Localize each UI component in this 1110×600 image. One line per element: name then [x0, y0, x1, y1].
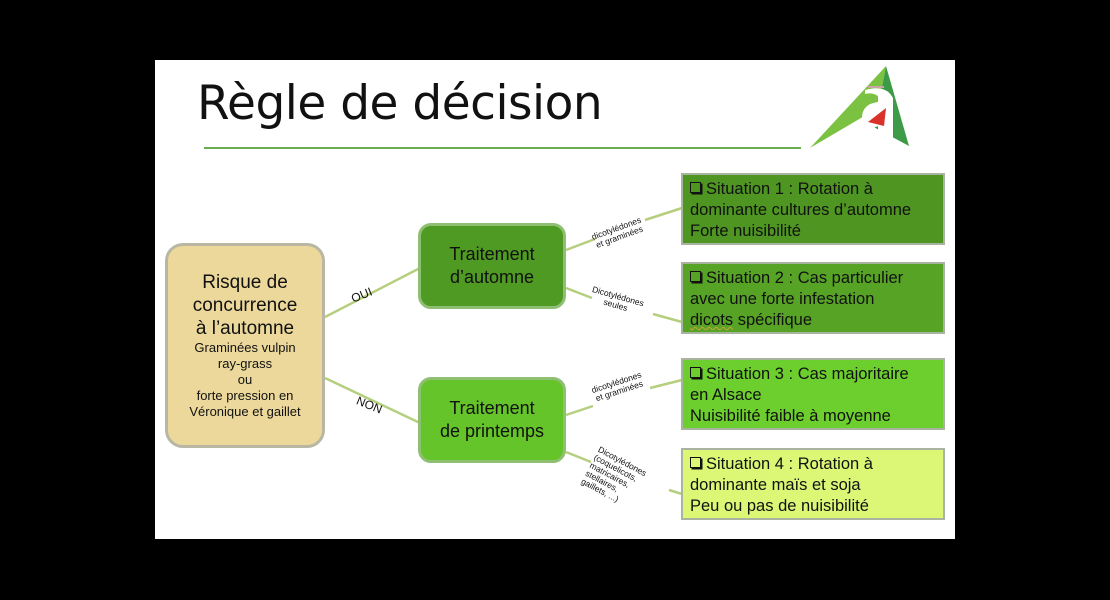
situation-4-box: Situation 4 : Rotation à dominante maïs …	[681, 448, 945, 520]
situation-line: dominante cultures d’automne	[690, 201, 912, 219]
situation-1-box: Situation 1 : Rotation à dominante cultu…	[681, 173, 945, 245]
a-logo-icon	[810, 66, 909, 148]
situation-line: Peu ou pas de nuisibilité	[690, 497, 869, 515]
situation-line: Situation 1 : Rotation à	[706, 180, 873, 198]
situation-line: dominante maïs et soja	[690, 476, 861, 494]
title-underline	[204, 147, 801, 149]
root-title-line: à l’automne	[195, 318, 295, 339]
situation-line: avec une forte infestation	[690, 290, 875, 308]
spellcheck-underlined-word: dicots	[690, 311, 734, 329]
checkbox-icon	[690, 271, 701, 282]
root-title-line: concurrence	[192, 295, 298, 316]
root-detail-line: ray-grass	[217, 356, 273, 371]
root-title-line: Risque de	[202, 272, 288, 293]
checkbox-icon	[690, 457, 701, 468]
node-autumn-treatment: Traitement d’automne	[418, 223, 566, 309]
checkbox-icon	[690, 182, 701, 193]
situation-line: Nuisibilité faible à moyenne	[690, 407, 891, 425]
node-label-line: de printemps	[439, 421, 545, 441]
root-detail-line: forte pression en	[196, 388, 294, 403]
situation-line: spécifique	[733, 311, 812, 329]
root-detail-line: Véronique et gaillet	[189, 404, 301, 419]
slide: Règle de décision OUI NON dicotylédones …	[155, 60, 955, 539]
situation-3-box: Situation 3 : Cas majoritaire en Alsace …	[681, 358, 945, 430]
node-label-line: Traitement	[449, 244, 535, 264]
node-spring-treatment: Traitement de printemps	[418, 377, 566, 463]
root-detail-line: Graminées vulpin	[194, 340, 296, 355]
node-label-line: Traitement	[449, 398, 535, 418]
situation-line: Situation 4 : Rotation à	[706, 455, 873, 473]
situation-line: en Alsace	[690, 386, 762, 404]
node-label-line: d’automne	[449, 267, 535, 287]
diagram-connectors	[324, 206, 683, 496]
situation-line: Forte nuisibilité	[690, 222, 801, 240]
checkbox-icon	[690, 367, 701, 378]
root-detail-line: ou	[237, 372, 253, 387]
root-node-risk: Risque de concurrence à l’automne Gramin…	[165, 243, 325, 448]
situation-2-box: Situation 2 : Cas particulier avec une f…	[681, 262, 945, 334]
slide-title: Règle de décision	[197, 76, 603, 131]
situation-line: Situation 2 : Cas particulier	[706, 269, 904, 287]
situation-line: Situation 3 : Cas majoritaire	[706, 365, 909, 383]
